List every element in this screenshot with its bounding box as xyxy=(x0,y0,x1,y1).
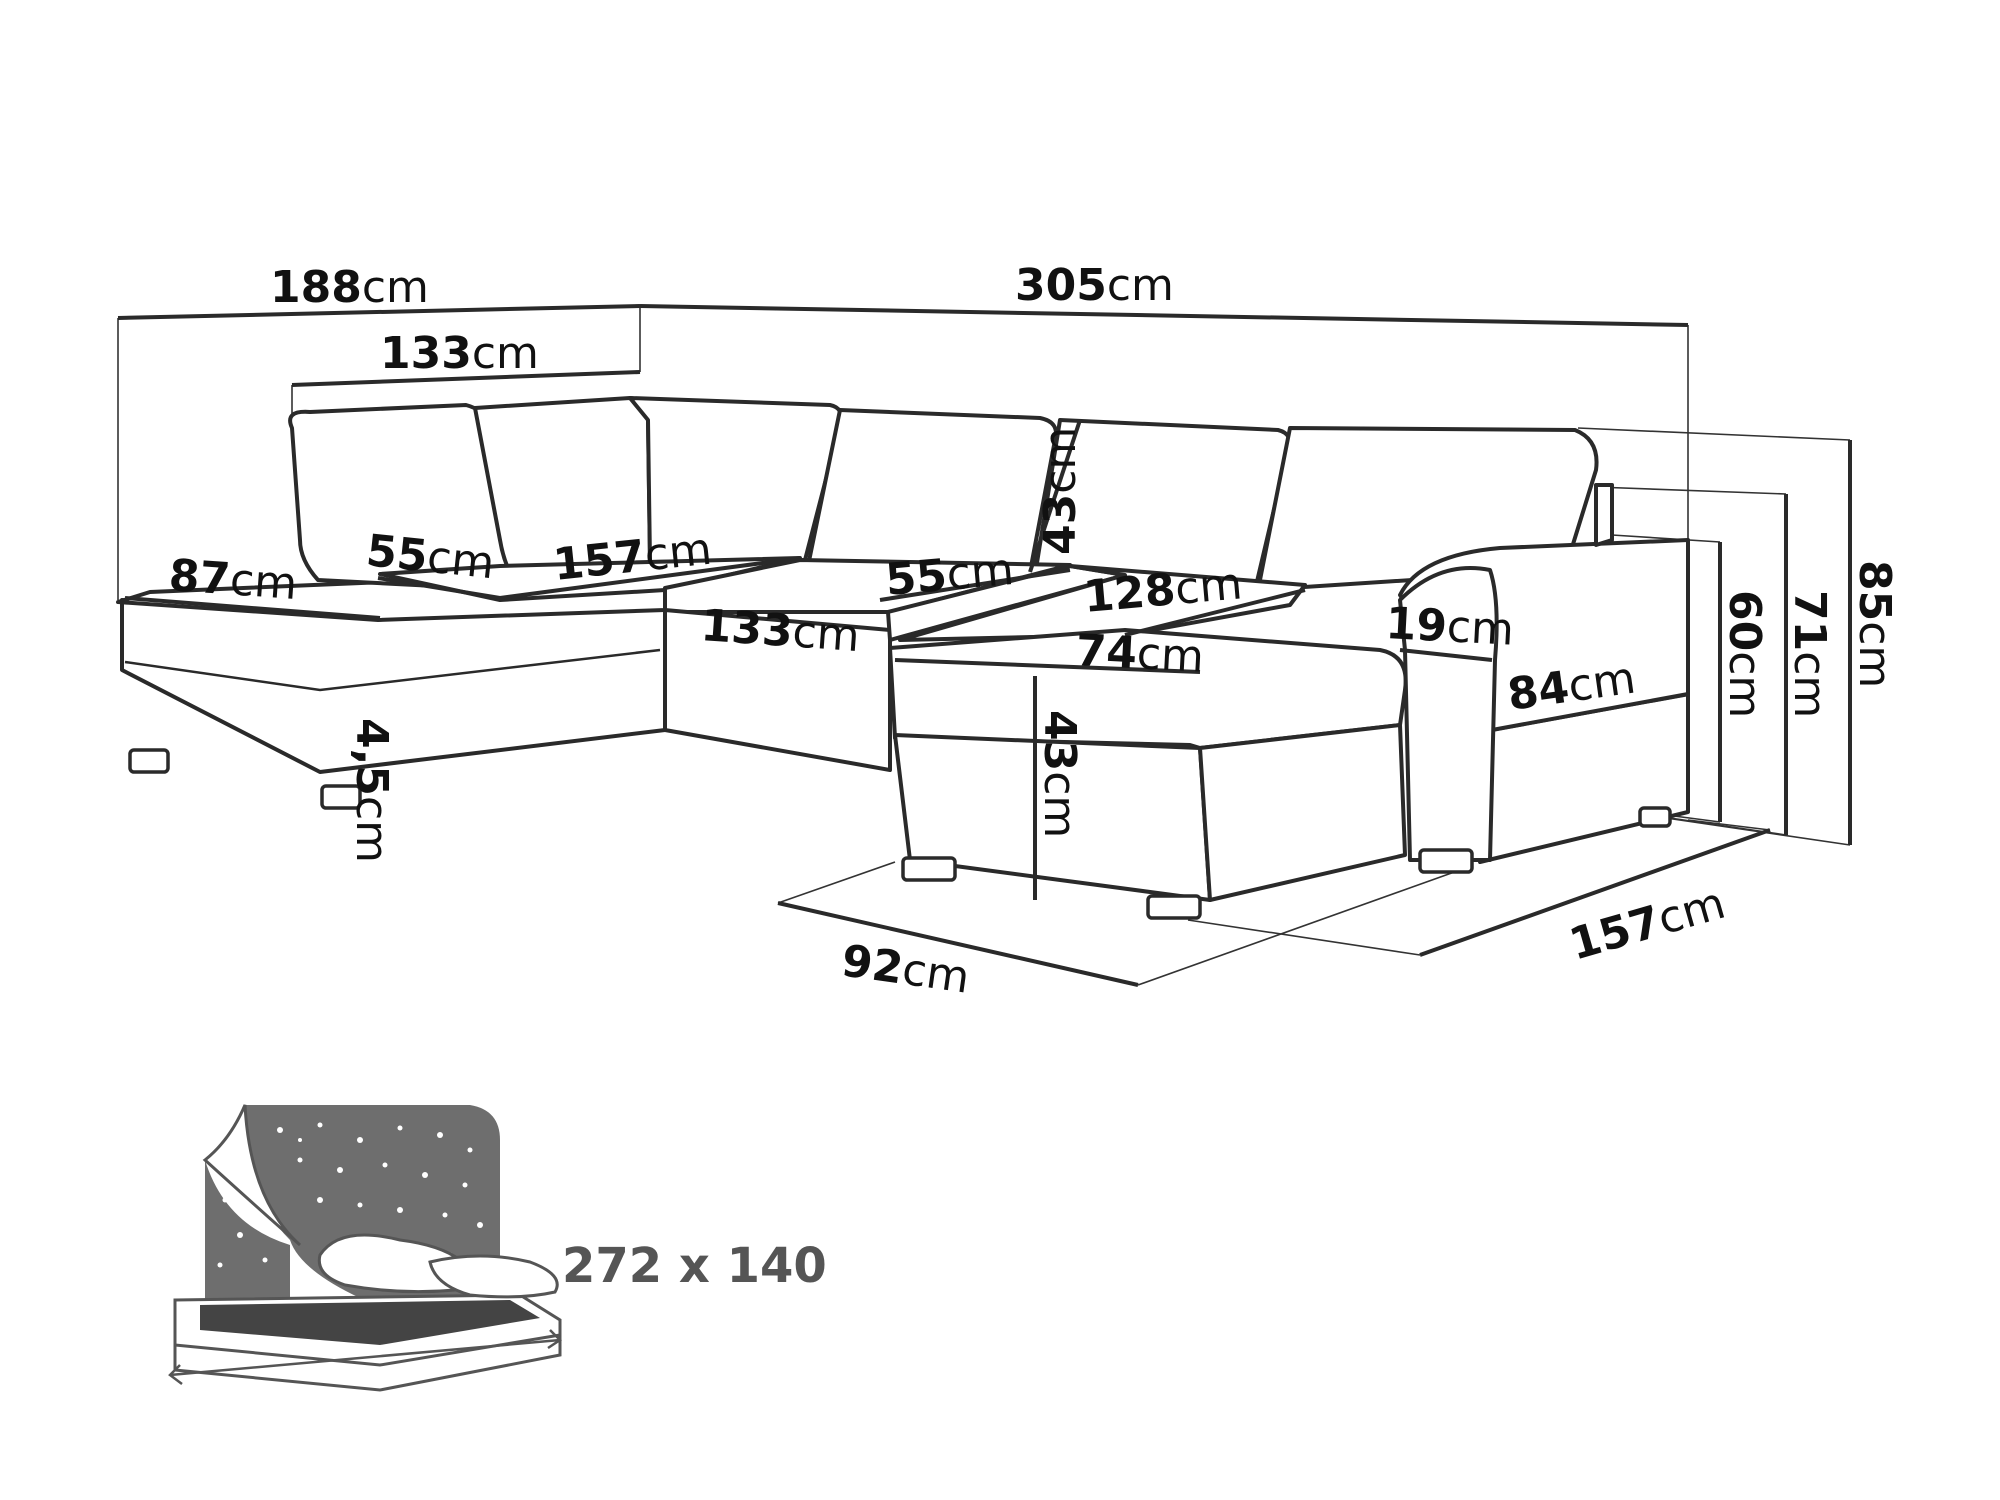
label-left-corner-seat: 157cm xyxy=(551,524,714,591)
label-left-seat-depth: 55cm xyxy=(364,525,497,589)
dimension-lines xyxy=(117,304,1852,987)
label-left-chaise-depth: 87cm xyxy=(167,550,299,610)
foot xyxy=(320,784,362,810)
foot xyxy=(1418,848,1474,874)
label-left-back-width: 133cm xyxy=(380,328,539,379)
label-right-depth: 157cm xyxy=(1564,878,1731,971)
sleep-function-icon: 272 x 140 xyxy=(168,1104,827,1392)
label-arm-height: 71cm xyxy=(1784,590,1835,718)
sofa-feet xyxy=(128,748,1672,920)
label-ottoman-height: 43cm xyxy=(1034,710,1085,838)
label-back-height: 85cm xyxy=(1849,560,1900,688)
bed-size-label: 272 x 140 xyxy=(562,1238,827,1294)
dimension-labels: 188cm 305cm 133cm 87cm 55cm 157cm 55cm 1… xyxy=(167,260,1900,1004)
label-backrest-height: 43cm xyxy=(1035,427,1086,555)
label-right-seat-width: 128cm xyxy=(1082,558,1245,623)
foot xyxy=(1638,806,1672,828)
label-overall-width: 305cm xyxy=(1015,260,1174,311)
foot xyxy=(128,748,170,774)
label-seat-height: 60cm xyxy=(1719,590,1770,718)
label-leg-height: 4,5cm xyxy=(346,718,397,863)
label-middle-seat-width: 133cm xyxy=(699,600,861,662)
label-armrest-depth: 84cm xyxy=(1504,653,1638,721)
label-middle-seat-depth: 55cm xyxy=(884,544,1016,606)
label-ottoman-width: 92cm xyxy=(838,935,972,1003)
foot xyxy=(1146,894,1202,920)
stars xyxy=(217,1122,483,1268)
label-overall-left-depth: 188cm xyxy=(270,262,429,313)
foot xyxy=(901,856,957,882)
label-armrest-width: 19cm xyxy=(1384,598,1515,656)
extension-lines xyxy=(117,306,1851,986)
label-ottoman-depth: 74cm xyxy=(1074,625,1205,683)
